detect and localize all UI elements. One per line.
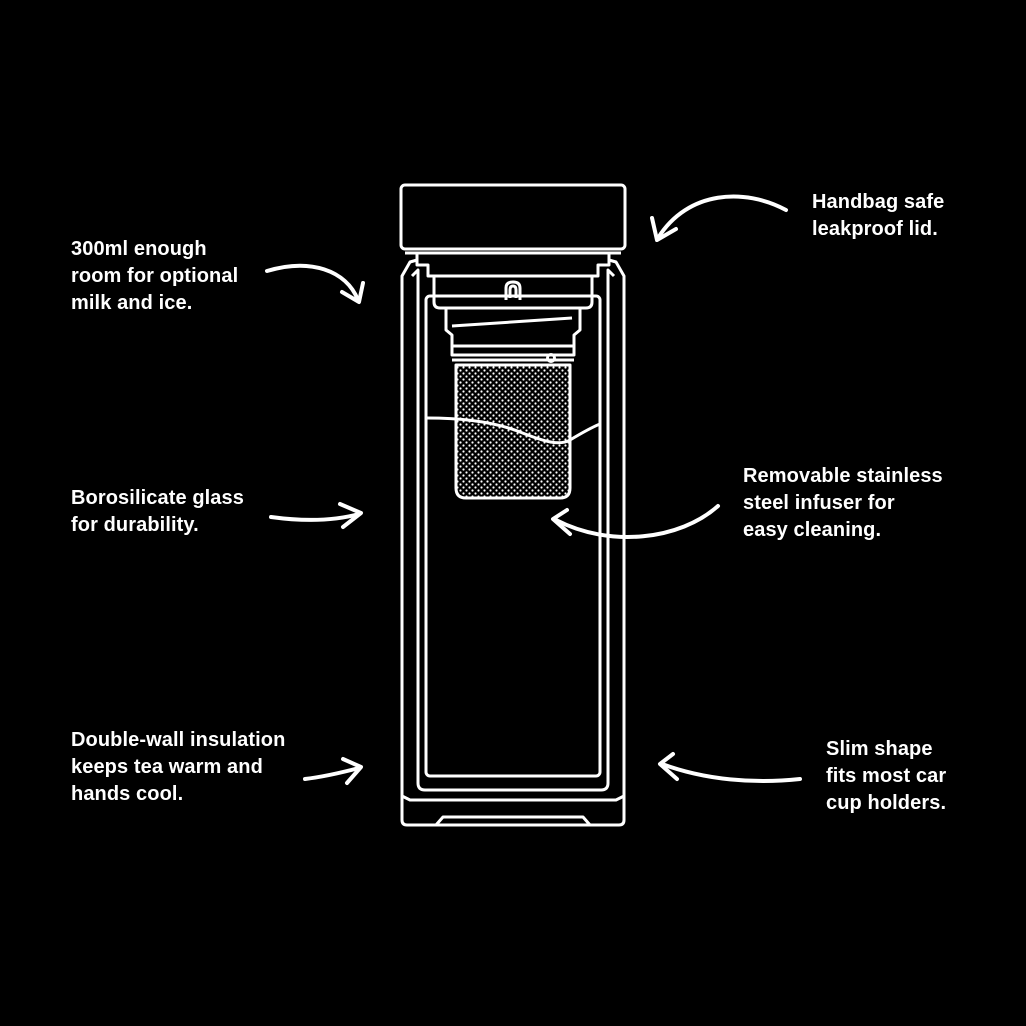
callout-glass-line-1: Borosilicate glass [71,487,244,509]
infuser-cap [432,274,594,310]
callout-shape: Slim shape fits most car cup holders. [826,736,946,817]
callout-capacity-line-1: 300ml enough [71,238,207,260]
infuser-body [444,308,582,363]
lid [399,183,627,255]
callout-capacity: 300ml enough room for optional milk and … [71,236,238,317]
callout-infuser-line-1: Removable stainless [743,465,943,487]
bottle-base [401,794,625,826]
callout-lid-line-1: Handbag safe [812,191,945,213]
arrow-lid [650,194,788,242]
callout-lid-line-2: leakproof lid. [812,218,938,240]
callout-capacity-line-3: milk and ice. [71,292,193,314]
tea-level-line [425,416,602,445]
infuser-mesh [452,358,574,500]
callout-infuser-line-3: easy cleaning. [743,519,882,541]
callout-insulation-line-2: keeps tea warm and [71,756,263,778]
arrow-insulation [303,757,363,785]
callout-infuser: Removable stainless steel infuser for ea… [743,463,943,544]
callout-glass: Borosilicate glass for durability. [71,485,244,539]
arrow-infuser [551,504,720,539]
callout-lid: Handbag safe leakproof lid. [812,189,944,243]
callout-infuser-line-2: steel infuser for [743,492,895,514]
arrow-glass [269,502,363,529]
callout-insulation-line-1: Double-wall insulation [71,729,286,751]
arrow-shape [658,752,802,784]
callout-insulation-line-3: hands cool. [71,783,184,805]
callout-shape-line-2: fits most car [826,765,947,787]
callout-glass-line-2: for durability. [71,514,199,536]
callout-capacity-line-2: room for optional [71,265,239,287]
callout-shape-line-1: Slim shape [826,738,933,760]
callout-shape-line-3: cup holders. [826,792,947,814]
bottle-neck [415,253,611,278]
callout-insulation: Double-wall insulation keeps tea warm an… [71,727,285,808]
outer-wall [400,258,626,827]
arrow-volume [265,263,365,304]
